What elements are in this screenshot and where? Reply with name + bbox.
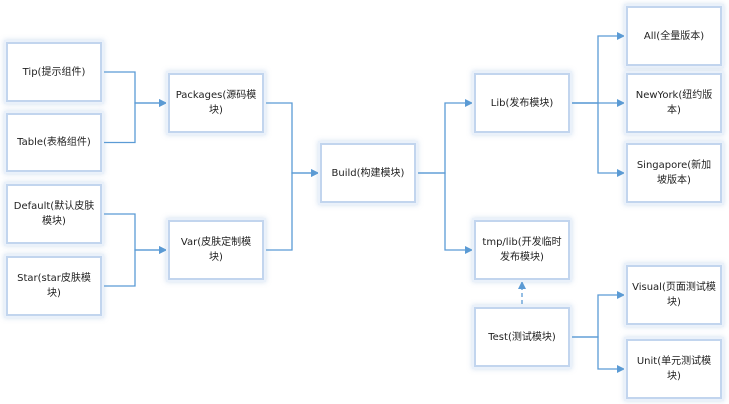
edge-var-to-build xyxy=(266,169,319,251)
edge-packages-to-build xyxy=(266,102,319,177)
edge-test-to-visual xyxy=(572,291,625,338)
node-unit[interactable]: Unit(单元测试模块) xyxy=(626,339,722,399)
node-var[interactable]: Var(皮肤定制模块) xyxy=(168,220,264,280)
edge-build-to-lib xyxy=(418,99,473,174)
node-newyork[interactable]: NewYork(纽约版本) xyxy=(626,73,722,133)
node-default[interactable]: Default(默认皮肤模块) xyxy=(6,184,102,244)
edge-lib-to-all xyxy=(572,32,625,104)
node-tmplib[interactable]: tmp/lib(开发临时发布模块) xyxy=(474,220,570,280)
node-lib[interactable]: Lib(发布模块) xyxy=(474,73,570,133)
edge-build-to-tmplib xyxy=(418,172,473,254)
edge-test-to-unit xyxy=(572,336,625,373)
node-all[interactable]: All(全量版本) xyxy=(626,6,722,66)
node-test[interactable]: Test(测试模块) xyxy=(474,307,570,367)
node-build[interactable]: Build(构建模块) xyxy=(320,143,416,203)
node-packages[interactable]: Packages(源码模块) xyxy=(168,73,264,133)
edge-table-to-packages xyxy=(104,99,167,144)
node-tip[interactable]: Tip(提示组件) xyxy=(6,42,102,102)
node-star[interactable]: Star(star皮肤模块) xyxy=(6,256,102,316)
edge-default-to-var xyxy=(104,213,167,254)
edge-lib-to-singapore xyxy=(572,102,625,177)
node-table[interactable]: Table(表格组件) xyxy=(6,113,102,172)
node-visual[interactable]: Visual(页面测试模块) xyxy=(626,265,722,325)
edge-tip-to-packages xyxy=(104,71,167,107)
node-singapore[interactable]: Singapore(新加坡版本) xyxy=(626,143,722,203)
edge-star-to-var xyxy=(104,246,167,287)
